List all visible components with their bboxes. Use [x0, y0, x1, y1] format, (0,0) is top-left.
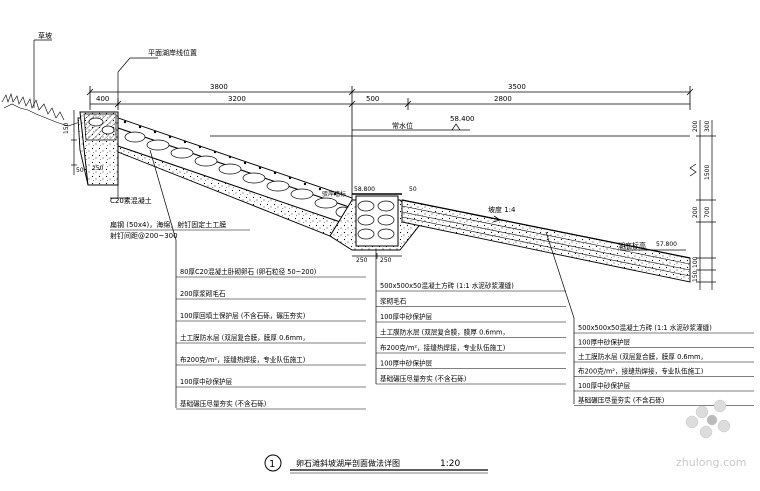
slope-arrow: [469, 213, 501, 223]
bolt-label-2: 射钉间距@200~300: [110, 231, 178, 240]
right-dim-1500: 1500: [704, 165, 711, 180]
dim-3200: 3200: [228, 95, 246, 103]
shoreline-leader: [117, 57, 158, 106]
c20-leader: [110, 185, 130, 199]
mid-dim-lines: [352, 253, 402, 259]
dim-3800: 3800: [210, 83, 228, 91]
callout-line: 500x500x50混凝土方砖 (1:1 水泥砂浆灌缝): [380, 281, 514, 290]
water-elevation: 58.400: [450, 115, 475, 123]
mid-dim-50: 50: [409, 186, 417, 193]
left-dim-150: 150: [63, 122, 70, 134]
callout-left: 80厚C20混凝土卧砌卵石 (卵石粒径 50~200) 200厚浆砌毛石 100厚回…: [176, 267, 366, 410]
lower-slope-section: [401, 199, 691, 283]
mid-dim-250b: 250: [380, 257, 392, 264]
shoreline-label: 平面湖岸线位置: [148, 48, 197, 57]
callout-line: 80厚C20混凝土卧砌卵石 (卵石粒径 50~200): [180, 267, 316, 276]
detail-number: 1: [269, 459, 275, 470]
callout-right-leader: [545, 231, 575, 404]
lake-bottom-label: 湖底标高: [618, 241, 646, 250]
water-level-label: 常水位: [392, 121, 413, 130]
callout-line: 布200克/m²，接缝热焊接，专业队伍施工): [380, 343, 505, 352]
right-dims: [689, 120, 716, 290]
callout-line: 基础碾压尽量夯实 (不含石砾): [180, 399, 266, 408]
detail-number-circle: [264, 454, 282, 472]
callout-left-leader: [149, 149, 177, 408]
dim-400: 400: [96, 95, 109, 103]
callout-line: 100厚回填土保护层 (不含石砾，碾压夯实): [180, 311, 305, 320]
detail-title: 卵石滩斜坡湖岸剖面做法详图: [296, 458, 400, 468]
dim-2800: 2800: [494, 95, 512, 103]
callout-line: 100厚中砂保护层: [380, 312, 433, 321]
grass-leader: [33, 39, 52, 108]
grass-tufts: [1, 92, 91, 127]
right-dim-300: 300: [704, 120, 711, 132]
callout-right: 500x500x50混凝土方砖 (1:1 水泥砂浆灌缝)100厚中砂保护层土工膜…: [574, 323, 754, 406]
callout-line: 土工膜防水层 (双层复合膜，膜厚 0.6mm，: [380, 328, 509, 337]
dim-3500: 3500: [508, 83, 526, 91]
watermark-text: zhulong.com: [676, 456, 746, 469]
callout-line: 基础碾压尽量夯实 (不含石砾): [578, 396, 664, 405]
callout-line: 基础碾压尽量夯实 (不含石砾): [380, 374, 466, 383]
upper-slope-section: [77, 111, 353, 237]
callout-middle: 500x500x50混凝土方砖 (1:1 水泥砂浆灌缝) 浆砌毛石 100厚中砂保护…: [376, 281, 566, 385]
water-level-line: [210, 123, 690, 137]
footer-title: 1 卵石滩斜坡湖岸剖面做法详图 1:20: [264, 454, 488, 474]
callout-line: 布200克/m²，接缝热焊接，专业队伍施工): [180, 355, 305, 364]
mid-dim-250a: 250: [356, 257, 368, 264]
bank-wall-elevation: 58.800: [354, 186, 375, 193]
left-dim-50: 50: [76, 167, 84, 174]
detail-scale: 1:20: [440, 459, 460, 469]
bank-wall-label: 驳岸墙标: [322, 190, 346, 198]
left-dims: [71, 110, 77, 175]
callout-line: 土工膜防水层 (双层复合膜，膜厚 0.6mm，: [180, 333, 309, 342]
callout-line: 100厚中砂保护层: [578, 338, 631, 347]
top-dimensions: [86, 86, 694, 200]
lake-bottom-elevation: 57.800: [656, 241, 677, 248]
right-dim-700: 700: [704, 206, 711, 218]
callout-line: 100厚中砂保护层: [180, 377, 233, 386]
callout-line: 100厚中砂保护层: [380, 359, 433, 368]
callout-line: 浆砌毛石: [380, 297, 407, 306]
right-dim-200a: 200: [692, 120, 699, 132]
slope-label: 坡度 1:4: [488, 205, 516, 214]
watermark-logo: [685, 399, 731, 439]
callout-line: 100厚中砂保护层: [578, 381, 631, 390]
bolt-label-1: 扁钢 (50x4)，海绵，射钉固定土工膜: [110, 220, 226, 229]
callout-line: 500x500x50混凝土方砖 (1:1 水泥砂浆灌缝): [578, 323, 712, 332]
dim-500: 500: [366, 95, 379, 103]
right-dim-150: 150: [692, 270, 699, 282]
grass-label: 草坡: [38, 31, 52, 40]
right-dim-200b: 200: [692, 206, 699, 218]
left-dim-250: 250: [92, 165, 104, 172]
callout-line: 200厚浆砌毛石: [180, 289, 226, 298]
callout-line: 土工膜防水层 (双层复合膜，膜厚 0.6mm，: [578, 352, 707, 361]
callout-line: 布200克/m²，接缝热焊接，专业队伍施工): [578, 367, 703, 376]
c20-label: C20素混凝土: [110, 196, 152, 205]
right-dim-100: 100: [692, 256, 699, 268]
